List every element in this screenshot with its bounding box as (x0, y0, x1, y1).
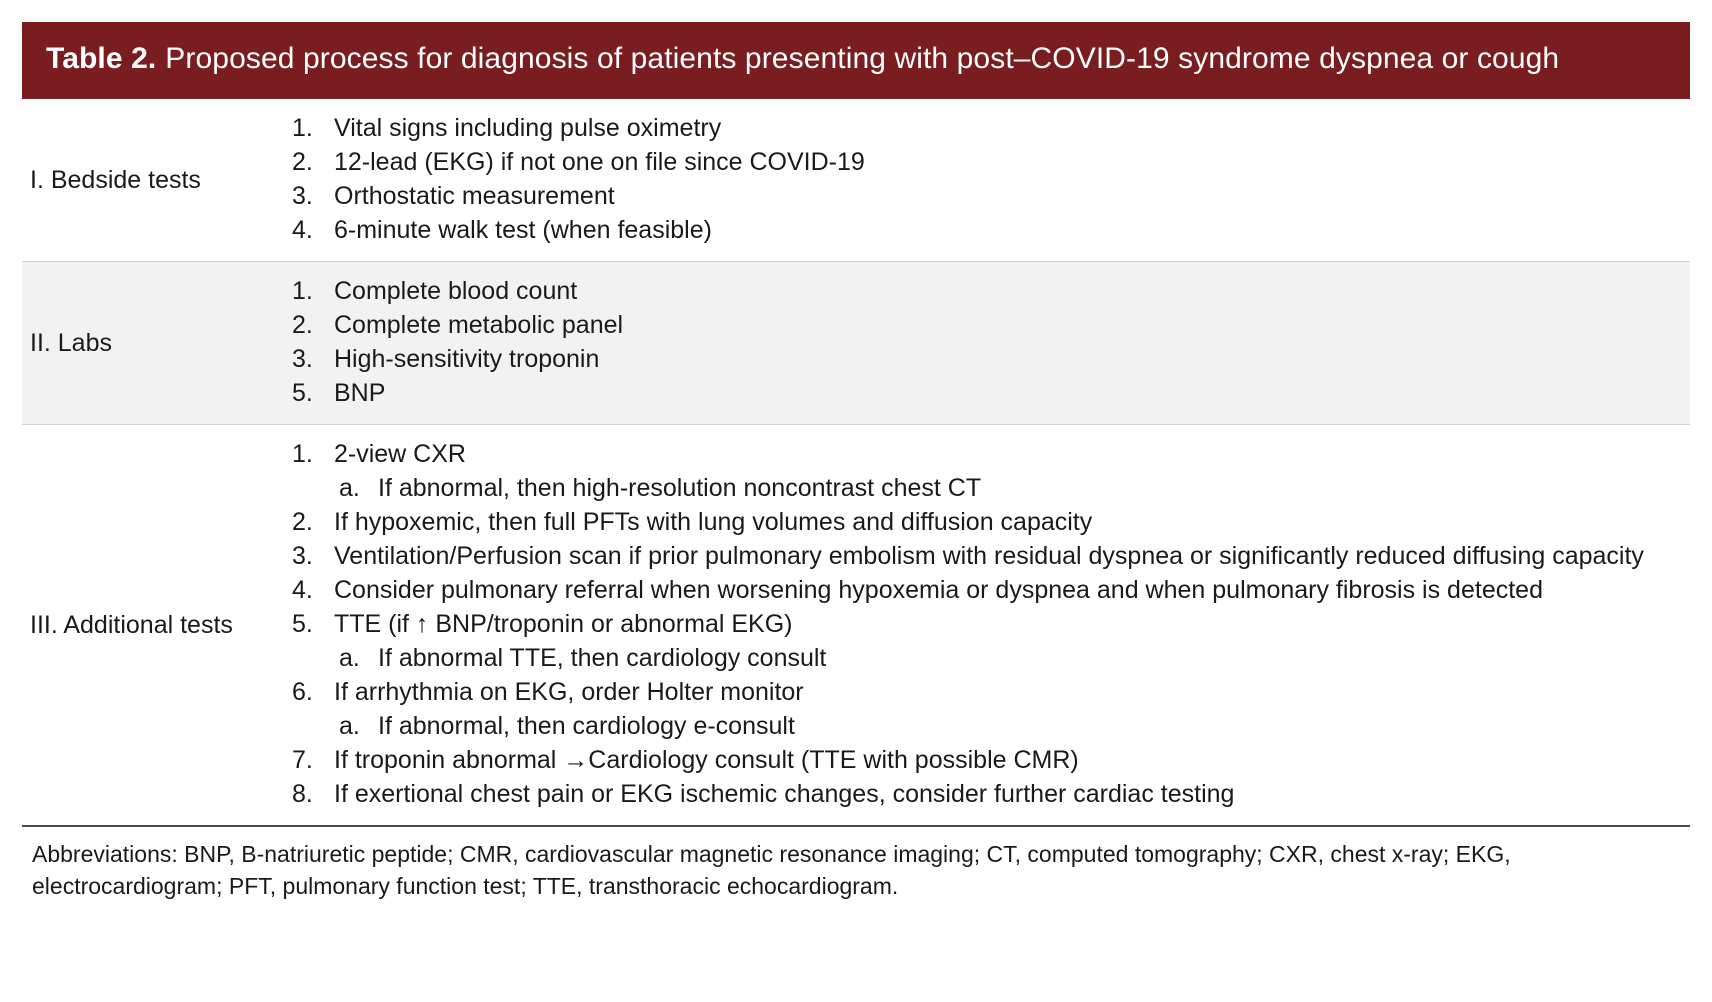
list-item-marker: 7. (292, 746, 313, 774)
list-item-marker: a. (339, 644, 360, 672)
list-item-text: Vital signs including pulse oximetry (334, 114, 722, 142)
list-item: 2. Complete metabolic panel (290, 308, 1682, 342)
list-item-marker: 1. (292, 114, 313, 142)
row-items: 1. 2-view CXR a. If abnormal, then high-res… (290, 425, 1690, 825)
list-item: 1. Vital signs including pulse oximetry (290, 111, 1682, 145)
list-item-text: If exertional chest pain or EKG ischemic… (334, 780, 1235, 808)
list-item: 1. Complete blood count (290, 274, 1682, 308)
table-row: III. Additional tests 1. 2-view CXR a. If ab… (22, 425, 1690, 825)
list-item-marker: a. (339, 474, 360, 502)
list-item-marker: 1. (292, 440, 313, 468)
list-item-text: Consider pulmonary referral when worseni… (334, 576, 1543, 604)
list-item-marker: 6. (292, 678, 313, 706)
row-items: 1. Complete blood count 2. Complete metabol… (290, 262, 1690, 424)
row-divider (22, 261, 1690, 262)
list-item-text: If abnormal TTE, then cardiology consult (378, 644, 827, 672)
row-category-label: I. Bedside tests (30, 166, 201, 194)
list-item: a. If abnormal, then high-resolution nonc… (290, 471, 1682, 505)
list-item-marker: 5. (292, 610, 313, 638)
list-item-text: BNP (334, 379, 386, 407)
list-item-marker: 1. (292, 277, 313, 305)
list-item: 2. If hypoxemic, then full PFTs with lung… (290, 505, 1682, 539)
list-item-marker: 8. (292, 780, 313, 808)
list-item-text: If troponin abnormal →Cardiology consult… (334, 746, 1079, 774)
footnote-divider (22, 825, 1690, 827)
table-label: Table 2. (46, 42, 157, 75)
table-header-banner: Table 2.Proposed process for diagnosis o… (22, 22, 1690, 99)
list-item-text: Complete metabolic panel (334, 311, 624, 339)
list-item: 4. Consider pulmonary referral when worse… (290, 573, 1682, 607)
row-category-label: II. Labs (30, 329, 112, 357)
row-category-label: III. Additional tests (30, 611, 233, 639)
list-item-marker: 3. (292, 182, 313, 210)
list-item-text: TTE (if ↑ BNP/troponin or abnormal EKG) (334, 610, 793, 638)
list-item-text: Complete blood count (334, 277, 578, 305)
list-item: 3. Orthostatic measurement (290, 179, 1682, 213)
table-row: I. Bedside tests 1. Vital signs including … (22, 99, 1690, 261)
table-title: Table 2.Proposed process for diagnosis o… (46, 38, 1666, 79)
list-item-text: 12-lead (EKG) if not one on file since C… (334, 148, 865, 176)
list-item-text: If abnormal, then high-resolution noncon… (378, 474, 982, 502)
list-item: a. If abnormal, then cardiology e-consult (290, 709, 1682, 743)
list-item-marker: 2. (292, 508, 313, 536)
list-item-text: 2-view CXR (334, 440, 466, 468)
list-item-marker: 2. (292, 311, 313, 339)
list-item-text: Orthostatic measurement (334, 182, 615, 210)
list-item: 5. BNP (290, 376, 1682, 410)
list-item-marker: 3. (292, 542, 313, 570)
list-item: 1. 2-view CXR (290, 437, 1682, 471)
list-item-text: Ventilation/Perfusion scan if prior pulm… (334, 542, 1644, 570)
abbreviations-footnote: Abbreviations: BNP, B-natriuretic peptid… (32, 841, 1511, 899)
list-item: 4. 6-minute walk test (when feasible) (290, 213, 1682, 247)
list-item: 3. High-sensitivity troponin (290, 342, 1682, 376)
list-item: 3. Ventilation/Perfusion scan if prior pu… (290, 539, 1682, 573)
list-item: 2. 12-lead (EKG) if not one on file since… (290, 145, 1682, 179)
table-figure: Table 2.Proposed process for diagnosis o… (22, 22, 1690, 902)
list-item: 7. If troponin abnormal →Cardiology consu… (290, 743, 1682, 777)
table-body: I. Bedside tests 1. Vital signs including … (22, 99, 1690, 825)
list-item: a. If abnormal TTE, then cardiology consu… (290, 641, 1682, 675)
list-item-marker: 2. (292, 148, 313, 176)
list-item-marker: a. (339, 712, 360, 740)
list-item-text: If abnormal, then cardiology e-consult (378, 712, 795, 740)
list-item-marker: 4. (292, 576, 313, 604)
table-caption: Proposed process for diagnosis of patien… (165, 42, 1560, 75)
list-item: 5. TTE (if ↑ BNP/troponin or abnormal EKG… (290, 607, 1682, 641)
list-item-marker: 5. (292, 379, 313, 407)
table-row: II. Labs 1. Complete blood count 2. Complete… (22, 262, 1690, 424)
list-item-text: High-sensitivity troponin (334, 345, 600, 373)
list-item-marker: 3. (292, 345, 313, 373)
row-divider (22, 424, 1690, 425)
list-item-text: If arrhythmia on EKG, order Holter monit… (334, 678, 804, 706)
list-item-marker: 4. (292, 216, 313, 244)
list-item-text: If hypoxemic, then full PFTs with lung v… (334, 508, 1093, 536)
row-items: 1. Vital signs including pulse oximetry 2.… (290, 99, 1690, 261)
list-item: 8. If exertional chest pain or EKG ischem… (290, 777, 1682, 811)
list-item: 6. If arrhythmia on EKG, order Holter mon… (290, 675, 1682, 709)
list-item-text: 6-minute walk test (when feasible) (334, 216, 712, 244)
